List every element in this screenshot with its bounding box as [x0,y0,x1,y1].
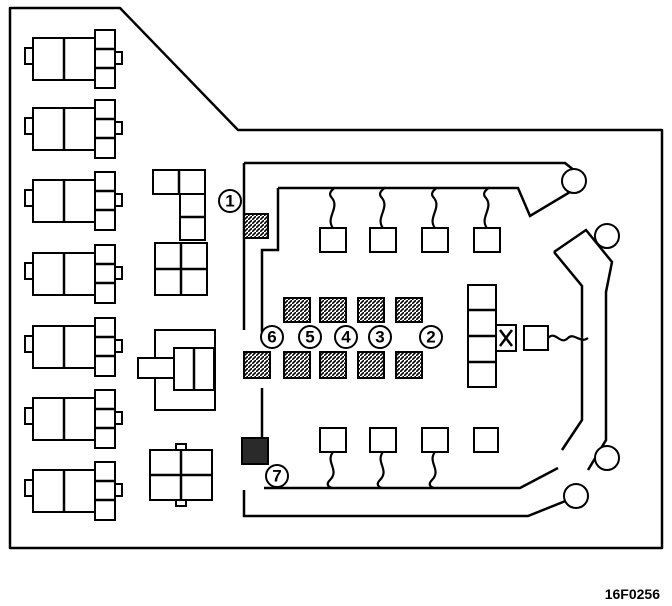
bottom-connector [421,427,449,490]
left-relay-column [24,29,123,521]
callout-3: 3 [368,325,392,349]
left-relay [24,29,123,89]
fuse [243,213,269,239]
left-relay [24,244,123,304]
middle-relay-blocks [137,169,216,507]
fuse [283,297,311,323]
callout-2: 2 [419,325,443,349]
left-relay [24,171,123,231]
left-relay [24,317,123,377]
svg-text:1: 1 [225,192,234,211]
fuse [395,297,423,323]
fuse [319,351,347,379]
bottom-connector [369,427,397,490]
connector-squares [319,186,501,490]
left-relay [24,461,123,521]
right-relay-stack [467,284,589,388]
callout-1: 1 [218,189,242,213]
left-relay [24,99,123,159]
svg-text:4: 4 [341,328,351,347]
terminal-rings [561,168,620,509]
svg-text:6: 6 [267,328,276,347]
svg-text:5: 5 [305,328,314,347]
svg-text:7: 7 [272,467,281,486]
figure-code: 16F0256 [604,586,660,602]
callout-7: 7 [265,464,289,488]
svg-text:2: 2 [426,328,435,347]
fuse-array [241,213,423,465]
svg-text:3: 3 [375,328,384,347]
fuse [395,351,423,379]
fuse [319,297,347,323]
callout-5: 5 [298,325,322,349]
fuse [357,297,385,323]
bottom-connector [319,427,347,490]
left-relay [24,389,123,449]
mid-relay-d [137,329,216,411]
top-connector [421,186,449,253]
bottom-connector [473,427,499,453]
top-connector [473,186,501,253]
mid-relay-e [149,443,213,507]
fuse [283,351,311,379]
fuse [243,351,271,379]
callout-4: 4 [334,325,358,349]
mid-relay-a [152,169,206,195]
mid-relay-b [179,193,206,241]
fuse [357,351,385,379]
top-connector [319,186,347,253]
top-connector [369,186,397,253]
mid-relay-c [154,242,208,296]
callout-6: 6 [260,325,284,349]
bus-track [242,161,614,518]
housing-outline [8,6,664,550]
fuse [241,437,269,465]
